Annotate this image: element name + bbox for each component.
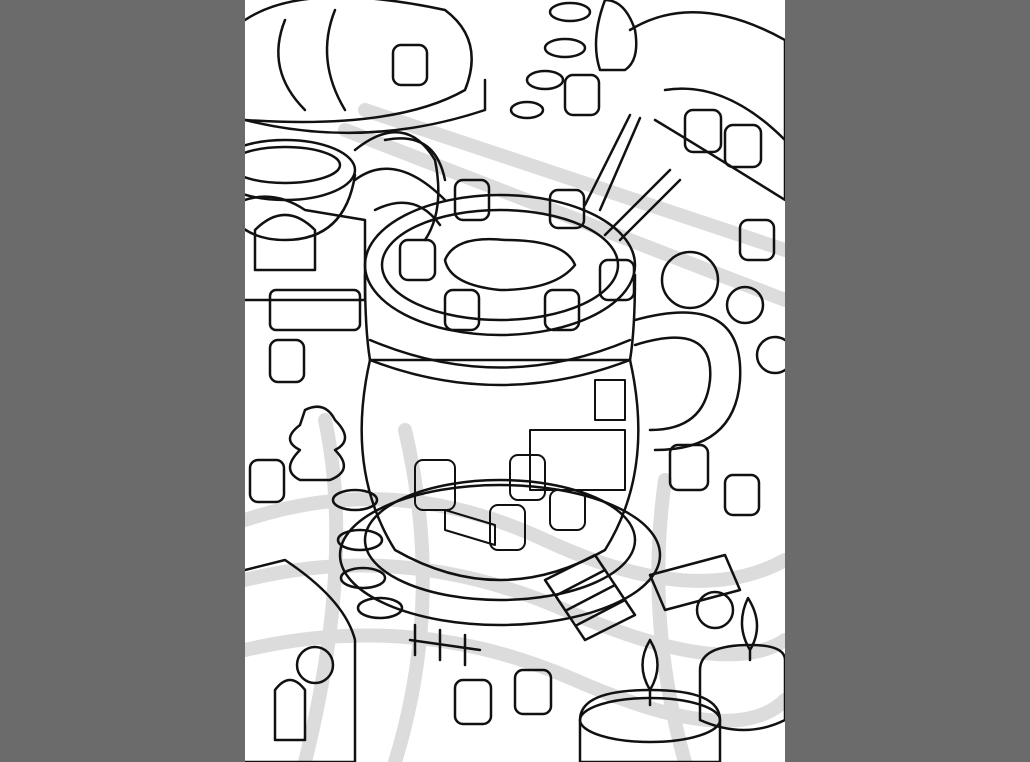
coloring-page-image: [245, 0, 785, 762]
cart: [648, 553, 742, 630]
kitchen-interior: [414, 379, 626, 551]
cake-slice: [628, 10, 785, 202]
window-house: [245, 195, 367, 332]
stepping-stones: [331, 1, 592, 620]
tablecloth-shading: [245, 103, 785, 762]
oven-house: [245, 558, 357, 762]
trees: [288, 0, 785, 482]
candles: [578, 596, 785, 762]
illustration-svg: [245, 0, 785, 762]
mug: [338, 113, 742, 627]
croissant-house: [245, 0, 487, 135]
marshmallow-characters: [248, 43, 776, 726]
ladder-fence: [408, 553, 637, 667]
